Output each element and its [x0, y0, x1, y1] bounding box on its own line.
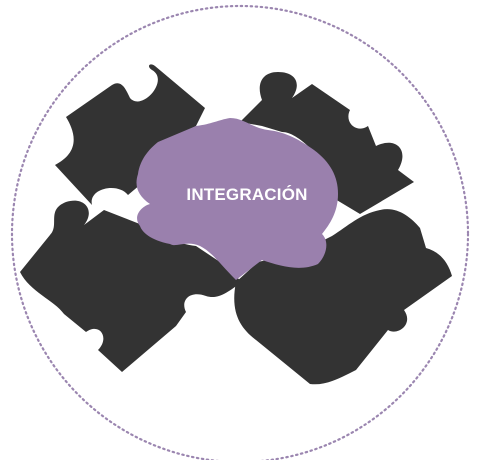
puzzle-piece-bottom-right-icon [234, 209, 452, 385]
puzzle-piece-bottom-left-icon [20, 200, 242, 372]
puzzle-piece-center-icon [136, 118, 338, 280]
dotted-circle-frame [10, 4, 470, 460]
puzzle-piece-top-left-icon [55, 64, 205, 206]
puzzle-piece-top-right-icon [240, 72, 414, 214]
center-label: INTEGRACIÓN [186, 185, 307, 204]
